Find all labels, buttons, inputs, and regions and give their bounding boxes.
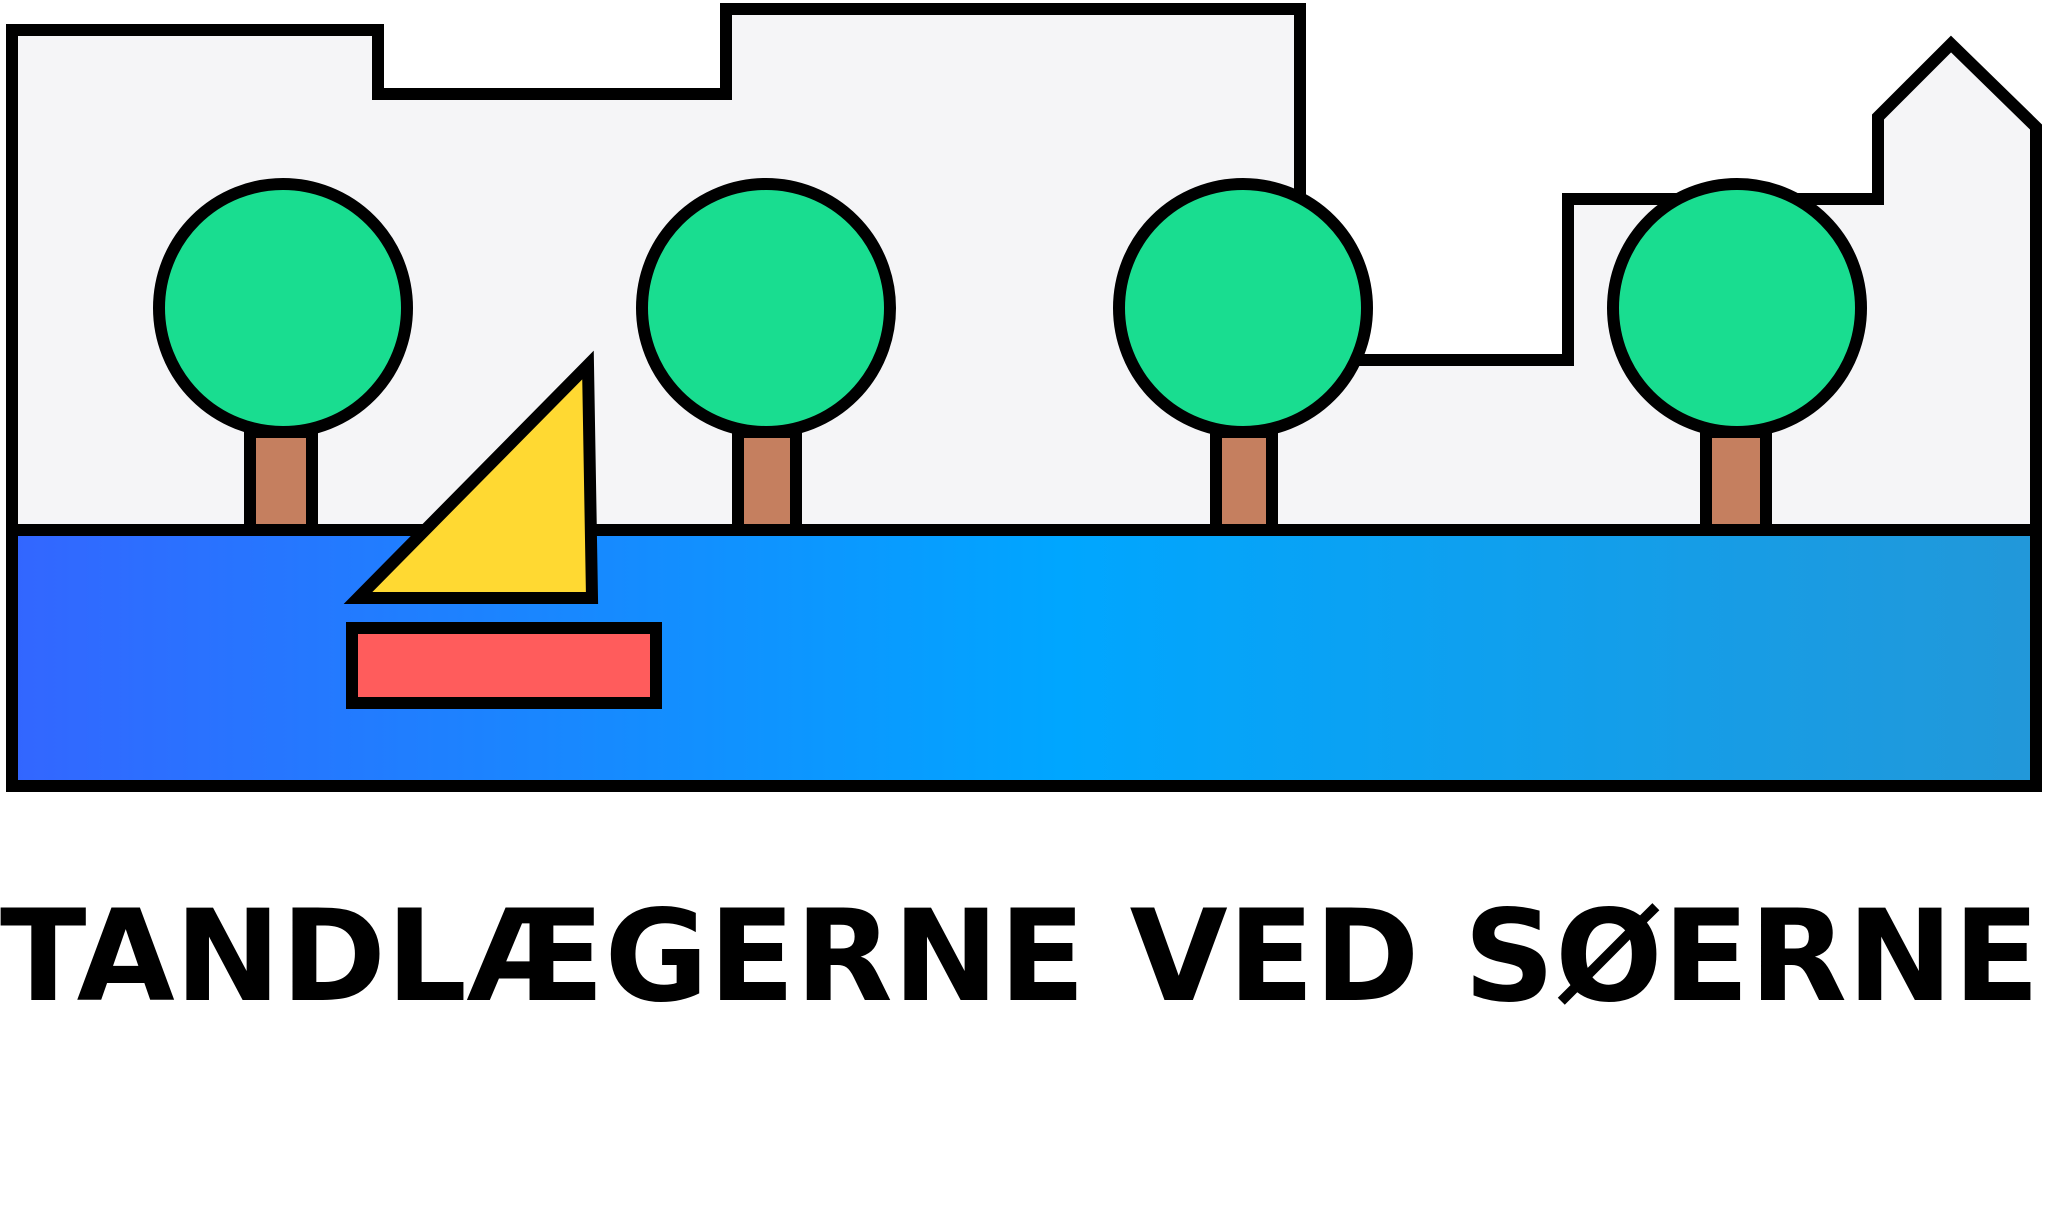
tree-trunks <box>244 426 1772 538</box>
tree-trunk-1 <box>244 426 318 538</box>
tree-crowns <box>153 178 1867 438</box>
tree-trunk-3 <box>1210 426 1278 538</box>
lake <box>6 524 2042 792</box>
brand-name: TANDLÆGERNE VED SØERNE <box>0 882 2040 1030</box>
boat-hull <box>346 622 662 709</box>
sailboat <box>343 350 662 709</box>
tree-crown-2 <box>636 178 896 438</box>
tree-crown-3 <box>1113 178 1373 438</box>
tree-trunk-2 <box>732 426 802 538</box>
skyline-buildings <box>6 3 2042 536</box>
tree-crown-4 <box>1607 178 1867 438</box>
sail <box>343 350 599 604</box>
tree-crown-1 <box>153 178 413 438</box>
tree-trunk-4 <box>1700 426 1772 538</box>
